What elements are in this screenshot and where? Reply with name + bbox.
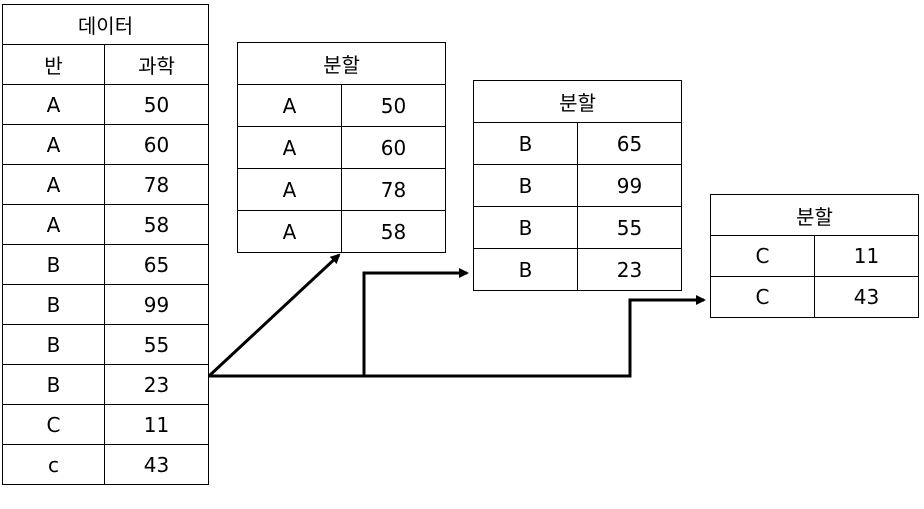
score-cell: 43 [103, 444, 210, 485]
table-row: B 99 [2, 284, 210, 325]
source-table-title: 데이터 [1, 4, 210, 45]
table-row: B 55 [2, 324, 210, 365]
table-row: B 23 [473, 248, 682, 291]
score-cell: 43 [814, 276, 919, 318]
class-cell: A [2, 124, 105, 165]
table-row: A 50 [2, 84, 210, 125]
class-cell: c [2, 444, 105, 485]
score-cell: 58 [103, 204, 210, 245]
class-cell: C [710, 276, 815, 318]
class-cell: B [2, 324, 105, 365]
table-row: C 11 [710, 235, 919, 277]
class-cell: B [473, 164, 578, 207]
table-row: A 58 [2, 204, 210, 245]
split-table-a: 분할 A 50 A 60 A 78 A 58 [237, 42, 446, 253]
class-cell: C [710, 235, 815, 277]
source-data-table: 데이터 반 과학 A 50 A 60 A 78 A 58 B 65 B 99 B… [1, 4, 210, 485]
column-header-class: 반 [2, 44, 105, 85]
column-header-science: 과학 [103, 44, 210, 85]
score-cell: 50 [341, 84, 446, 127]
table-row: B 99 [473, 164, 682, 207]
score-cell: 58 [341, 210, 446, 253]
score-cell: 11 [814, 235, 919, 277]
split-table-title: 분할 [237, 42, 446, 85]
class-cell: B [473, 248, 578, 291]
table-row: c 43 [2, 444, 210, 485]
class-cell: C [2, 404, 105, 445]
arrow-to-split-c [364, 295, 706, 378]
split-table-c: 분할 C 11 C 43 [710, 194, 919, 318]
score-cell: 99 [103, 284, 210, 325]
class-cell: A [2, 164, 105, 205]
table-row: B 65 [2, 244, 210, 285]
class-cell: B [2, 364, 105, 405]
class-cell: B [2, 284, 105, 325]
score-cell: 55 [577, 206, 682, 249]
score-cell: 78 [341, 168, 446, 211]
score-cell: 65 [103, 244, 210, 285]
table-row: C 43 [710, 276, 919, 318]
table-row: A 78 [2, 164, 210, 205]
score-cell: 11 [103, 404, 210, 445]
class-cell: A [2, 84, 105, 125]
score-cell: 23 [103, 364, 210, 405]
arrow-to-split-b [209, 268, 469, 378]
arrow-to-split-a [207, 253, 341, 378]
table-row: A 58 [237, 210, 446, 253]
score-cell: 78 [103, 164, 210, 205]
table-row: A 50 [237, 84, 446, 127]
class-cell: A [237, 210, 342, 253]
table-row: A 60 [237, 126, 446, 169]
table-row: B 55 [473, 206, 682, 249]
score-cell: 50 [103, 84, 210, 125]
score-cell: 65 [577, 122, 682, 165]
class-cell: B [473, 122, 578, 165]
score-cell: 55 [103, 324, 210, 365]
table-row: B 23 [2, 364, 210, 405]
table-row: B 65 [473, 122, 682, 165]
table-row: C 11 [2, 404, 210, 445]
split-table-title: 분할 [710, 194, 919, 236]
score-cell: 23 [577, 248, 682, 291]
split-table-b: 분할 B 65 B 99 B 55 B 23 [473, 80, 682, 291]
